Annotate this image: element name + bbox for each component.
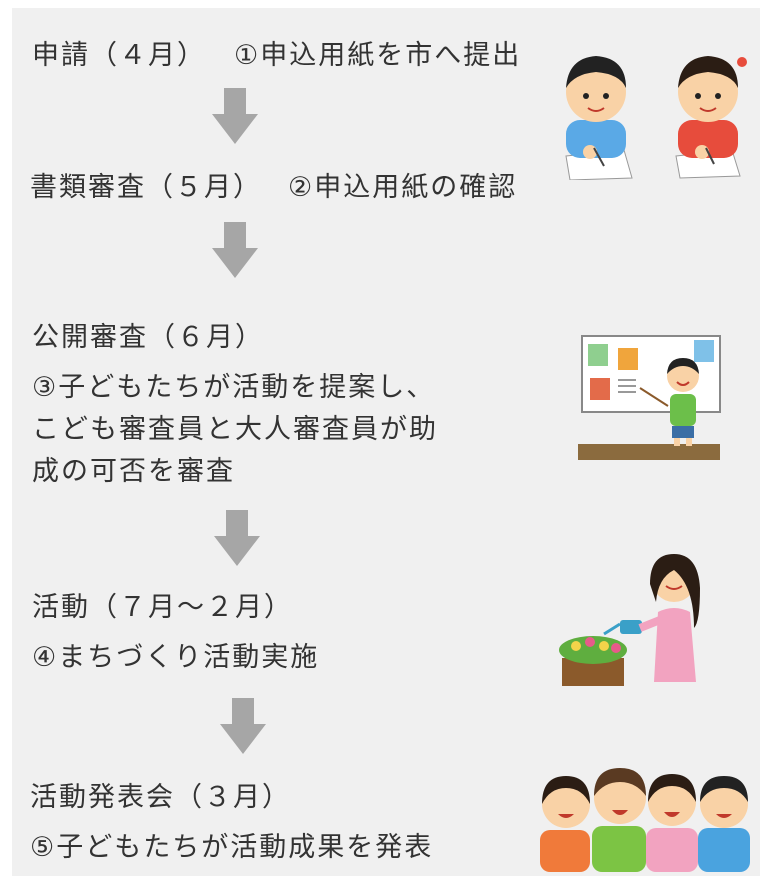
step-3-detail-line-2: こども審査員と大人審査員が助 — [32, 414, 438, 445]
down-arrow-icon — [212, 222, 258, 278]
woman-watering-flowers-illustration — [559, 554, 700, 686]
flow-panel: 申請（４月） ①申込用紙を市へ提出 書類審査（５月） ②申込用紙の確認 公開審査… — [12, 8, 760, 876]
down-arrow-icon — [214, 510, 260, 566]
child-presenting-illustration — [578, 335, 721, 460]
step-1-detail: ①申込用紙を市へ提出 — [234, 40, 522, 71]
step-3-title: 公開審査（６月） — [32, 322, 264, 353]
group-of-children-illustration — [540, 768, 750, 872]
step-5-detail: ⑤子どもたちが活動成果を発表 — [30, 832, 434, 863]
children-writing-illustration — [565, 56, 747, 180]
step-4-detail: ④まちづくり活動実施 — [32, 642, 320, 673]
step-3-detail-line-3: 成の可否を審査 — [32, 456, 235, 487]
down-arrow-icon — [212, 88, 258, 144]
step-2-detail: ②申込用紙の確認 — [288, 172, 518, 203]
step-2-title: 書類審査（５月） — [30, 172, 262, 203]
step-4-title: 活動（７月～２月） — [32, 592, 293, 623]
step-3-detail-line-1: ③子どもたちが活動を提案し、 — [32, 372, 436, 403]
down-arrow-icon — [220, 698, 266, 754]
step-1-title: 申請（４月） — [32, 40, 206, 71]
step-5-title: 活動発表会（３月） — [30, 782, 291, 813]
